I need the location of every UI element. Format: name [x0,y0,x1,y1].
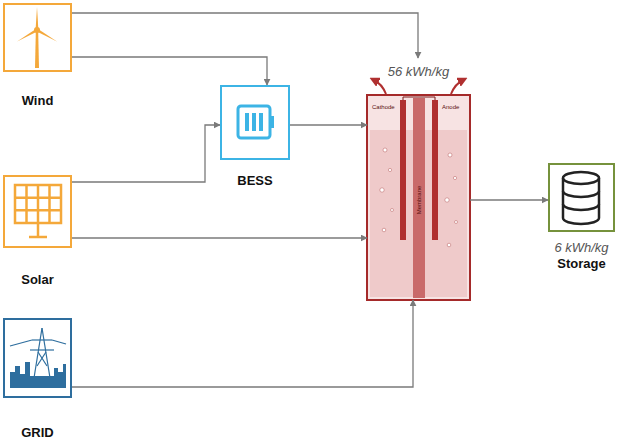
part-label: Cathode [372,104,395,110]
node-text: BESS [182,173,328,188]
node-text: 6 kWh/kg [510,240,642,255]
node-text: Storage [510,256,642,271]
wind-turbine-icon [16,7,57,68]
storage-box: 6 kWh/kgStorage [548,163,615,232]
battery-icon [238,106,274,138]
flow-arrow [72,13,418,58]
source-box: Solar [3,175,72,248]
source-box: Wind [3,3,72,72]
flow-arrow [290,124,367,125]
electrolyzer-illustration [367,80,470,300]
node-text: Wind [0,93,110,108]
flow-arrow [72,125,220,182]
database-icon [563,172,599,224]
flow-arrow [72,57,267,85]
node-text: 56 kWh/kg [327,64,510,79]
node-text: Solar [0,272,110,287]
battery-box: BESS [220,85,290,160]
source-box: GRID [3,318,72,398]
electrolyzer: 56 kWh/kg [367,58,470,300]
flow-arrow [72,300,413,387]
flow-arrow [470,199,548,200]
part-label: Membrane [416,186,422,215]
node-text: GRID [0,425,110,440]
solar-panel-icon [15,185,61,237]
city-skyline [10,362,66,388]
flow-arrow [72,237,367,238]
part-label: Anode [442,104,459,110]
